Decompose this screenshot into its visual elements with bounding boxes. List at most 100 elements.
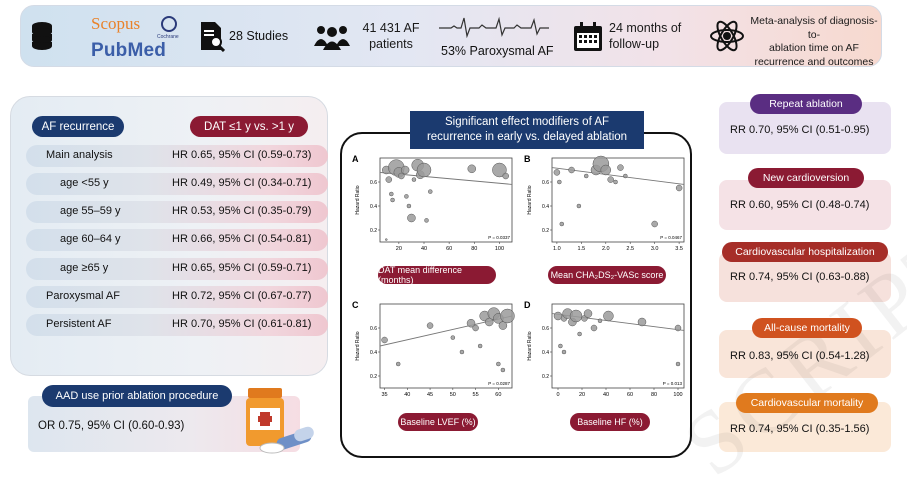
data-point — [406, 203, 412, 209]
comparison-label: DAT ≤1 y vs. >1 y — [190, 116, 308, 137]
y-tick-label: 0.4 — [370, 350, 377, 356]
data-point — [502, 172, 509, 180]
subgroup-value: HR 0.70, 95% CI (0.61-0.81) — [172, 318, 312, 330]
data-point — [675, 361, 681, 367]
y-axis-label: Hazard Ratio — [355, 185, 361, 214]
y-tick-label: 0.6 — [370, 180, 377, 186]
data-point — [583, 309, 593, 318]
data-point — [607, 176, 614, 183]
panel-letter: D — [524, 300, 531, 310]
subgroup-row: age ≥65 y HR 0.65, 95% CI (0.59-0.71) — [26, 258, 328, 280]
subgroup-value: HR 0.65, 95% CI (0.59-0.71) — [172, 262, 312, 274]
effect-modifiers-title: Significant effect modifiers of AF recur… — [410, 111, 644, 149]
document-search-icon — [201, 22, 225, 52]
plot-d-xlabel: Baseline HF (%) — [570, 413, 650, 431]
x-tick-label: 2.0 — [602, 246, 610, 252]
x-tick-label: 20 — [579, 392, 585, 398]
p-value: P = 0.0467 — [660, 235, 682, 240]
subgroup-label: Main analysis — [46, 149, 113, 161]
y-tick-label: 0.2 — [542, 374, 549, 380]
data-point — [583, 173, 589, 179]
database-icon — [32, 22, 52, 50]
meta-analysis-description: Meta-analysis of diagnosis-to- ablation … — [750, 15, 878, 68]
header-banner: Scopus Cochrane PubMed 28 Studies 41 431… — [20, 5, 882, 68]
data-point — [568, 166, 575, 174]
x-tick-label: 3.0 — [651, 246, 659, 252]
data-point — [500, 308, 515, 324]
patients-group-icon — [314, 26, 350, 50]
x-tick-label: 80 — [651, 392, 657, 398]
x-tick-label: 50 — [450, 392, 456, 398]
all-cause-mortality-box — [719, 330, 891, 378]
data-point — [477, 343, 483, 349]
data-point — [623, 173, 628, 179]
data-point — [404, 194, 409, 199]
x-tick-label: 1.0 — [553, 246, 561, 252]
subgroup-label: Paroxysmal AF — [46, 290, 120, 302]
data-point — [428, 189, 433, 194]
data-point — [557, 179, 562, 185]
x-tick-label: 20 — [396, 246, 402, 252]
data-point — [600, 164, 612, 176]
atom-icon — [710, 20, 744, 52]
panel-letter: C — [352, 300, 359, 310]
data-point — [617, 164, 624, 171]
y-tick-label: 0.6 — [370, 326, 377, 332]
cv-hospitalization-label: Cardiovascular hospitalization — [722, 242, 888, 262]
panel-letter: B — [524, 154, 531, 164]
new-cardioversion-value: RR 0.60, 95% CI (0.48-0.74) — [730, 199, 870, 211]
subgroup-label: Persistent AF — [46, 318, 112, 330]
calendar-icon — [574, 22, 602, 51]
subgroup-value: HR 0.49, 95% CI (0.34-0.71) — [172, 177, 312, 189]
x-tick-label: 55 — [473, 392, 479, 398]
data-point — [390, 197, 395, 203]
data-point — [597, 318, 603, 324]
plot-b-xlabel: Mean CHA₂DS₂-VASc score — [548, 266, 666, 284]
aad-title: AAD use prior ablation procedure — [42, 385, 232, 407]
subgroup-label: age 55–59 y — [60, 205, 121, 217]
new-cardioversion-box — [719, 180, 891, 230]
data-point — [385, 238, 388, 241]
data-point — [559, 221, 565, 227]
x-tick-label: 60 — [627, 392, 633, 398]
subgroup-label: age 60–64 y — [60, 233, 121, 245]
af-recurrence-label: AF recurrence — [32, 116, 124, 137]
plot-frame — [379, 157, 513, 243]
p-value: P = 0.0337 — [488, 235, 510, 240]
data-point — [385, 176, 393, 183]
repeat-ablation-label: Repeat ablation — [750, 94, 862, 114]
subgroup-row: Paroxysmal AF HR 0.72, 95% CI (0.67-0.77… — [26, 286, 328, 308]
data-point — [416, 162, 432, 178]
data-point — [400, 165, 410, 175]
pill-bottle-icon — [246, 388, 314, 454]
data-point — [590, 324, 598, 332]
data-point — [395, 361, 401, 367]
subgroup-label: age ≥65 y — [60, 262, 109, 274]
x-tick-label: 60 — [495, 392, 501, 398]
y-tick-label: 0.2 — [370, 228, 377, 234]
y-tick-label: 0.2 — [370, 374, 377, 380]
data-point — [466, 318, 476, 328]
all-cause-mortality-value: RR 0.83, 95% CI (0.54-1.28) — [730, 350, 870, 362]
patients-count: 41 431 AF patients — [362, 21, 420, 51]
x-tick-label: 40 — [421, 246, 427, 252]
data-point — [398, 172, 405, 180]
plot-frame — [551, 157, 685, 243]
data-point — [407, 213, 416, 223]
plot-a-xlabel: DAT mean difference (months) — [378, 265, 496, 285]
subgroup-row: age <55 y HR 0.49, 95% CI (0.34-0.71) — [26, 173, 328, 195]
x-tick-label: 45 — [427, 392, 433, 398]
cochrane-label: Cochrane — [157, 34, 179, 40]
data-point — [569, 309, 583, 323]
data-point — [472, 324, 479, 332]
data-point — [389, 191, 394, 197]
data-point — [577, 331, 582, 337]
plot-frame — [551, 303, 685, 389]
subgroup-value: HR 0.53, 95% CI (0.35-0.79) — [172, 205, 312, 217]
studies-count: 28 Studies — [229, 29, 289, 43]
cochrane-logo-icon — [161, 16, 177, 32]
